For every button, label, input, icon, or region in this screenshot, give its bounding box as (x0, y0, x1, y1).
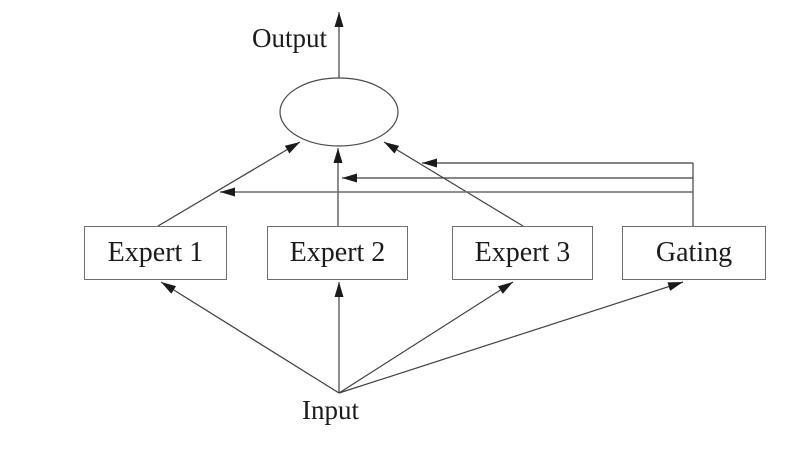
edge-input-to-expert1 (160, 281, 340, 394)
node-expert1-label: Expert 1 (107, 237, 204, 268)
edge-expert3-to-combiner (383, 141, 524, 227)
node-expert2-label: Expert 2 (289, 237, 386, 268)
edge-input-to-gating (338, 281, 684, 394)
node-expert3: Expert 3 (452, 226, 593, 280)
node-gating-label: Gating (655, 237, 733, 268)
edge-input-to-expert3 (338, 281, 514, 394)
node-expert3-label: Expert 3 (474, 237, 571, 268)
output-label: Output (252, 23, 328, 53)
node-expert1: Expert 1 (84, 226, 227, 280)
node-expert2: Expert 2 (267, 226, 408, 280)
input-label: Input (302, 395, 359, 425)
combiner-ellipse (279, 77, 399, 147)
node-gating: Gating (622, 226, 766, 280)
edge-expert1-to-combiner (157, 141, 301, 227)
